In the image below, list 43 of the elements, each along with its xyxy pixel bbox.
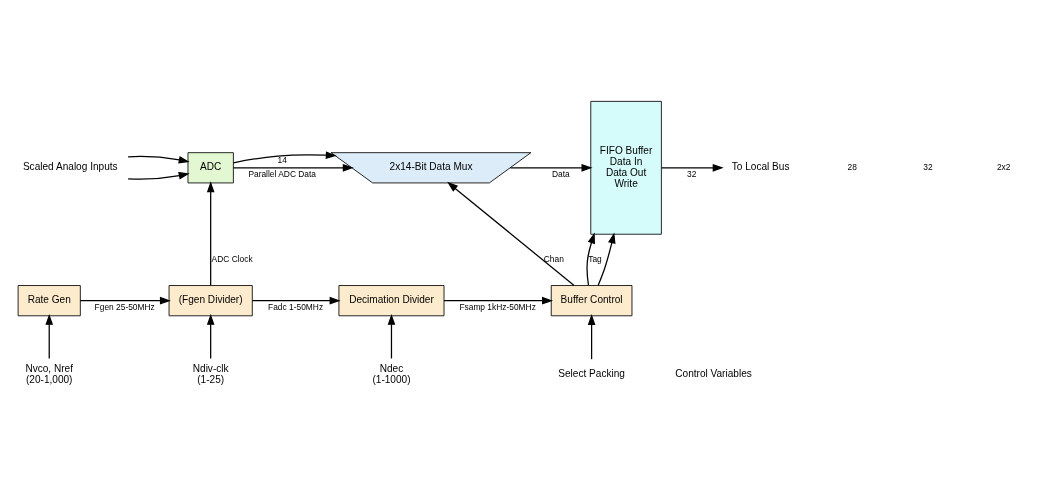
- arrow: [587, 313, 596, 360]
- node-text: Ndec (1-1000): [372, 362, 411, 385]
- edge-label: Fsamp 1kHz-50MHz: [459, 301, 536, 312]
- node-text: Ndiv-clk (1-25): [192, 362, 229, 385]
- node-text: To Local Bus: [731, 160, 790, 172]
- arrow: [509, 163, 593, 172]
- label: 32: [923, 161, 933, 172]
- arrow: [443, 296, 553, 304]
- node-box: Buffer Control: [550, 284, 633, 316]
- edge-label: Tag: [588, 253, 602, 264]
- node-text: Nvco, Nref (20-1,000): [25, 362, 74, 385]
- label: Control Variables: [675, 367, 752, 379]
- node-box: (Fgen Divider): [168, 284, 253, 316]
- node-box: Rate Gen: [17, 284, 81, 316]
- node-text: Select Packing: [558, 367, 625, 379]
- arrow: [232, 163, 354, 172]
- arrow: [447, 181, 575, 286]
- label: 2x2: [996, 161, 1011, 172]
- arrow: [660, 163, 724, 172]
- arrow: [127, 171, 190, 180]
- edge-label: Data: [552, 168, 570, 179]
- node-box: ADC: [187, 151, 234, 183]
- edge-label: Fadc 1-50MHz: [268, 301, 324, 312]
- arrow: [232, 150, 337, 163]
- arrow: [206, 313, 215, 359]
- edge-label: Fgen 25-50MHz: [94, 301, 155, 312]
- arrow: [251, 296, 341, 304]
- edge-label: 32: [687, 168, 697, 179]
- arrow: [387, 313, 396, 359]
- node-text: Scaled Analog Inputs: [22, 160, 118, 172]
- arrow: [127, 155, 190, 164]
- label: 28: [847, 161, 857, 172]
- arrow: [586, 232, 595, 286]
- arrow: [206, 180, 215, 286]
- node-box: Decimation Divider: [338, 284, 445, 316]
- edge-label: 14: [277, 154, 287, 165]
- arrow: [597, 231, 616, 286]
- edge-label: ADC Clock: [211, 253, 253, 264]
- edge-label: Parallel ADC Data: [248, 168, 317, 179]
- arrow: [45, 313, 54, 359]
- edge-label: Chan: [543, 253, 564, 264]
- node-box: FIFO Buffer Data In Data Out Write: [590, 100, 662, 235]
- arrow: [79, 296, 171, 304]
